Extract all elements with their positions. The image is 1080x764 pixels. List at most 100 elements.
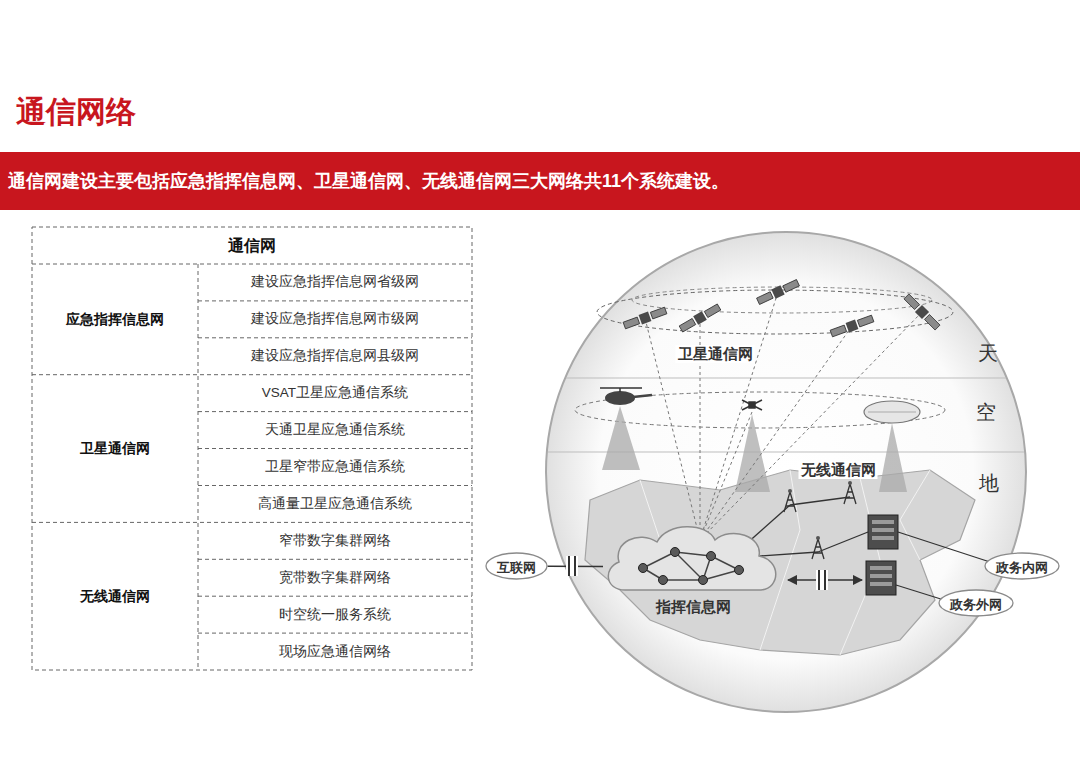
firewall-ground	[816, 570, 828, 590]
router-icon	[735, 566, 744, 575]
satellite-icon	[623, 306, 668, 330]
tower-icon	[812, 536, 824, 559]
network-label: 无线通信网	[799, 461, 878, 479]
helicopter-rotor	[600, 387, 642, 389]
drone-arm	[742, 400, 762, 410]
table-cell: 高通量卫星应急通信系统	[198, 485, 472, 522]
air-ring	[575, 392, 945, 428]
router-link	[675, 552, 703, 580]
header-band: 通信网建设主要包括应急指挥信息网、卫星通信网、无线通信网三大网络共11个系统建设…	[0, 152, 1080, 210]
layer-label: 地	[979, 471, 999, 495]
firewall-symbol	[566, 556, 578, 576]
network-links	[745, 497, 990, 600]
satellite-beams	[645, 292, 922, 540]
table-rule	[198, 633, 472, 634]
table-rule	[32, 522, 472, 523]
external-network: 互联网	[485, 552, 548, 580]
layer-label: 空	[976, 400, 996, 424]
drone-icon	[742, 400, 762, 410]
table-cell: 建设应急指挥信息网县级网	[198, 338, 472, 375]
table-rule	[198, 411, 472, 412]
table-cell: 宽带数字集群网络	[198, 559, 472, 596]
link-line	[790, 497, 850, 505]
gov-network: 政务外网	[938, 589, 1014, 617]
globe	[546, 232, 1026, 712]
ellipse-shape	[486, 553, 547, 579]
table-rule	[198, 264, 199, 670]
layer-divider	[566, 378, 1006, 379]
router-icon	[639, 564, 648, 573]
node-label: 政务内网	[996, 560, 1048, 576]
link-line	[896, 585, 944, 600]
tower-icon	[844, 481, 856, 504]
helicopter-icon	[600, 388, 652, 405]
table-cell: 建设应急指挥信息网省级网	[198, 264, 472, 301]
table-cell: 现场应急通信网络	[198, 633, 472, 670]
link-line	[760, 552, 818, 556]
table-rule	[198, 300, 472, 301]
network-cloud: 指挥信息网	[603, 518, 783, 616]
firewall-bar	[818, 570, 820, 590]
router-link	[703, 570, 739, 580]
router-link	[643, 552, 675, 568]
router-link	[663, 579, 703, 581]
row-group-label: 无线通信网	[32, 522, 198, 670]
table-cell: 天通卫星应急通信系统	[198, 412, 472, 449]
cloud-outline	[603, 518, 783, 598]
router-icon	[659, 576, 668, 585]
table-cell: VSAT卫星应急通信系统	[198, 375, 472, 412]
map-land	[585, 470, 975, 655]
ellipse-shape	[939, 590, 1013, 616]
beam-line	[700, 412, 752, 540]
airship-icon	[864, 401, 920, 423]
table-rule	[198, 559, 472, 560]
slide-title: 通信网络	[16, 94, 136, 130]
helicopter-body	[605, 391, 635, 405]
airship-band	[868, 412, 916, 413]
link-line	[818, 532, 868, 552]
firewall-bar	[824, 570, 826, 590]
firewall-ground	[566, 556, 578, 576]
table-cell: 建设应急指挥信息网市级网	[198, 301, 472, 338]
link-line	[898, 532, 990, 562]
tower-icon	[784, 489, 796, 512]
satellite-icon	[903, 293, 941, 331]
table-rule	[32, 374, 472, 375]
node-label: 指挥信息网	[656, 598, 731, 616]
server-icon	[868, 515, 898, 549]
server-icon	[866, 561, 896, 595]
coverage-cone	[735, 414, 770, 492]
firewall-bar	[574, 556, 576, 576]
table-cell: 卫星窄带应急通信系统	[198, 449, 472, 486]
helicopter-mast	[619, 388, 621, 392]
coverage-cone	[879, 423, 907, 492]
table-rule	[198, 596, 472, 597]
firewall-symbol	[816, 570, 828, 590]
table-rule	[198, 448, 472, 449]
table-grid	[32, 227, 472, 670]
network-label: 卫星通信网	[676, 345, 755, 363]
row-group-label: 卫星通信网	[32, 375, 198, 523]
node-label: 政务外网	[950, 597, 1002, 613]
layer-label: 天	[978, 341, 998, 365]
drone-arm	[742, 400, 762, 410]
router-icon	[671, 548, 680, 557]
table-header: 通信网	[32, 227, 472, 264]
satellite-icon	[756, 278, 800, 306]
beam-line	[700, 292, 778, 540]
router-icon	[707, 552, 716, 561]
table-rule	[32, 264, 472, 265]
drone-body	[749, 402, 755, 408]
coverage-cone	[602, 406, 640, 470]
table-rule	[198, 485, 472, 486]
table-border	[32, 227, 472, 670]
gov-network: 政务内网	[984, 552, 1060, 580]
satellite-icon	[678, 303, 721, 334]
band-text: 通信网建设主要包括应急指挥信息网、卫星通信网、无线通信网三大网络共11个系统建设…	[8, 169, 729, 193]
node-label: 互联网	[497, 560, 536, 576]
ellipse-shape	[985, 553, 1059, 579]
table-cell: 窄带数字集群网络	[198, 522, 472, 559]
